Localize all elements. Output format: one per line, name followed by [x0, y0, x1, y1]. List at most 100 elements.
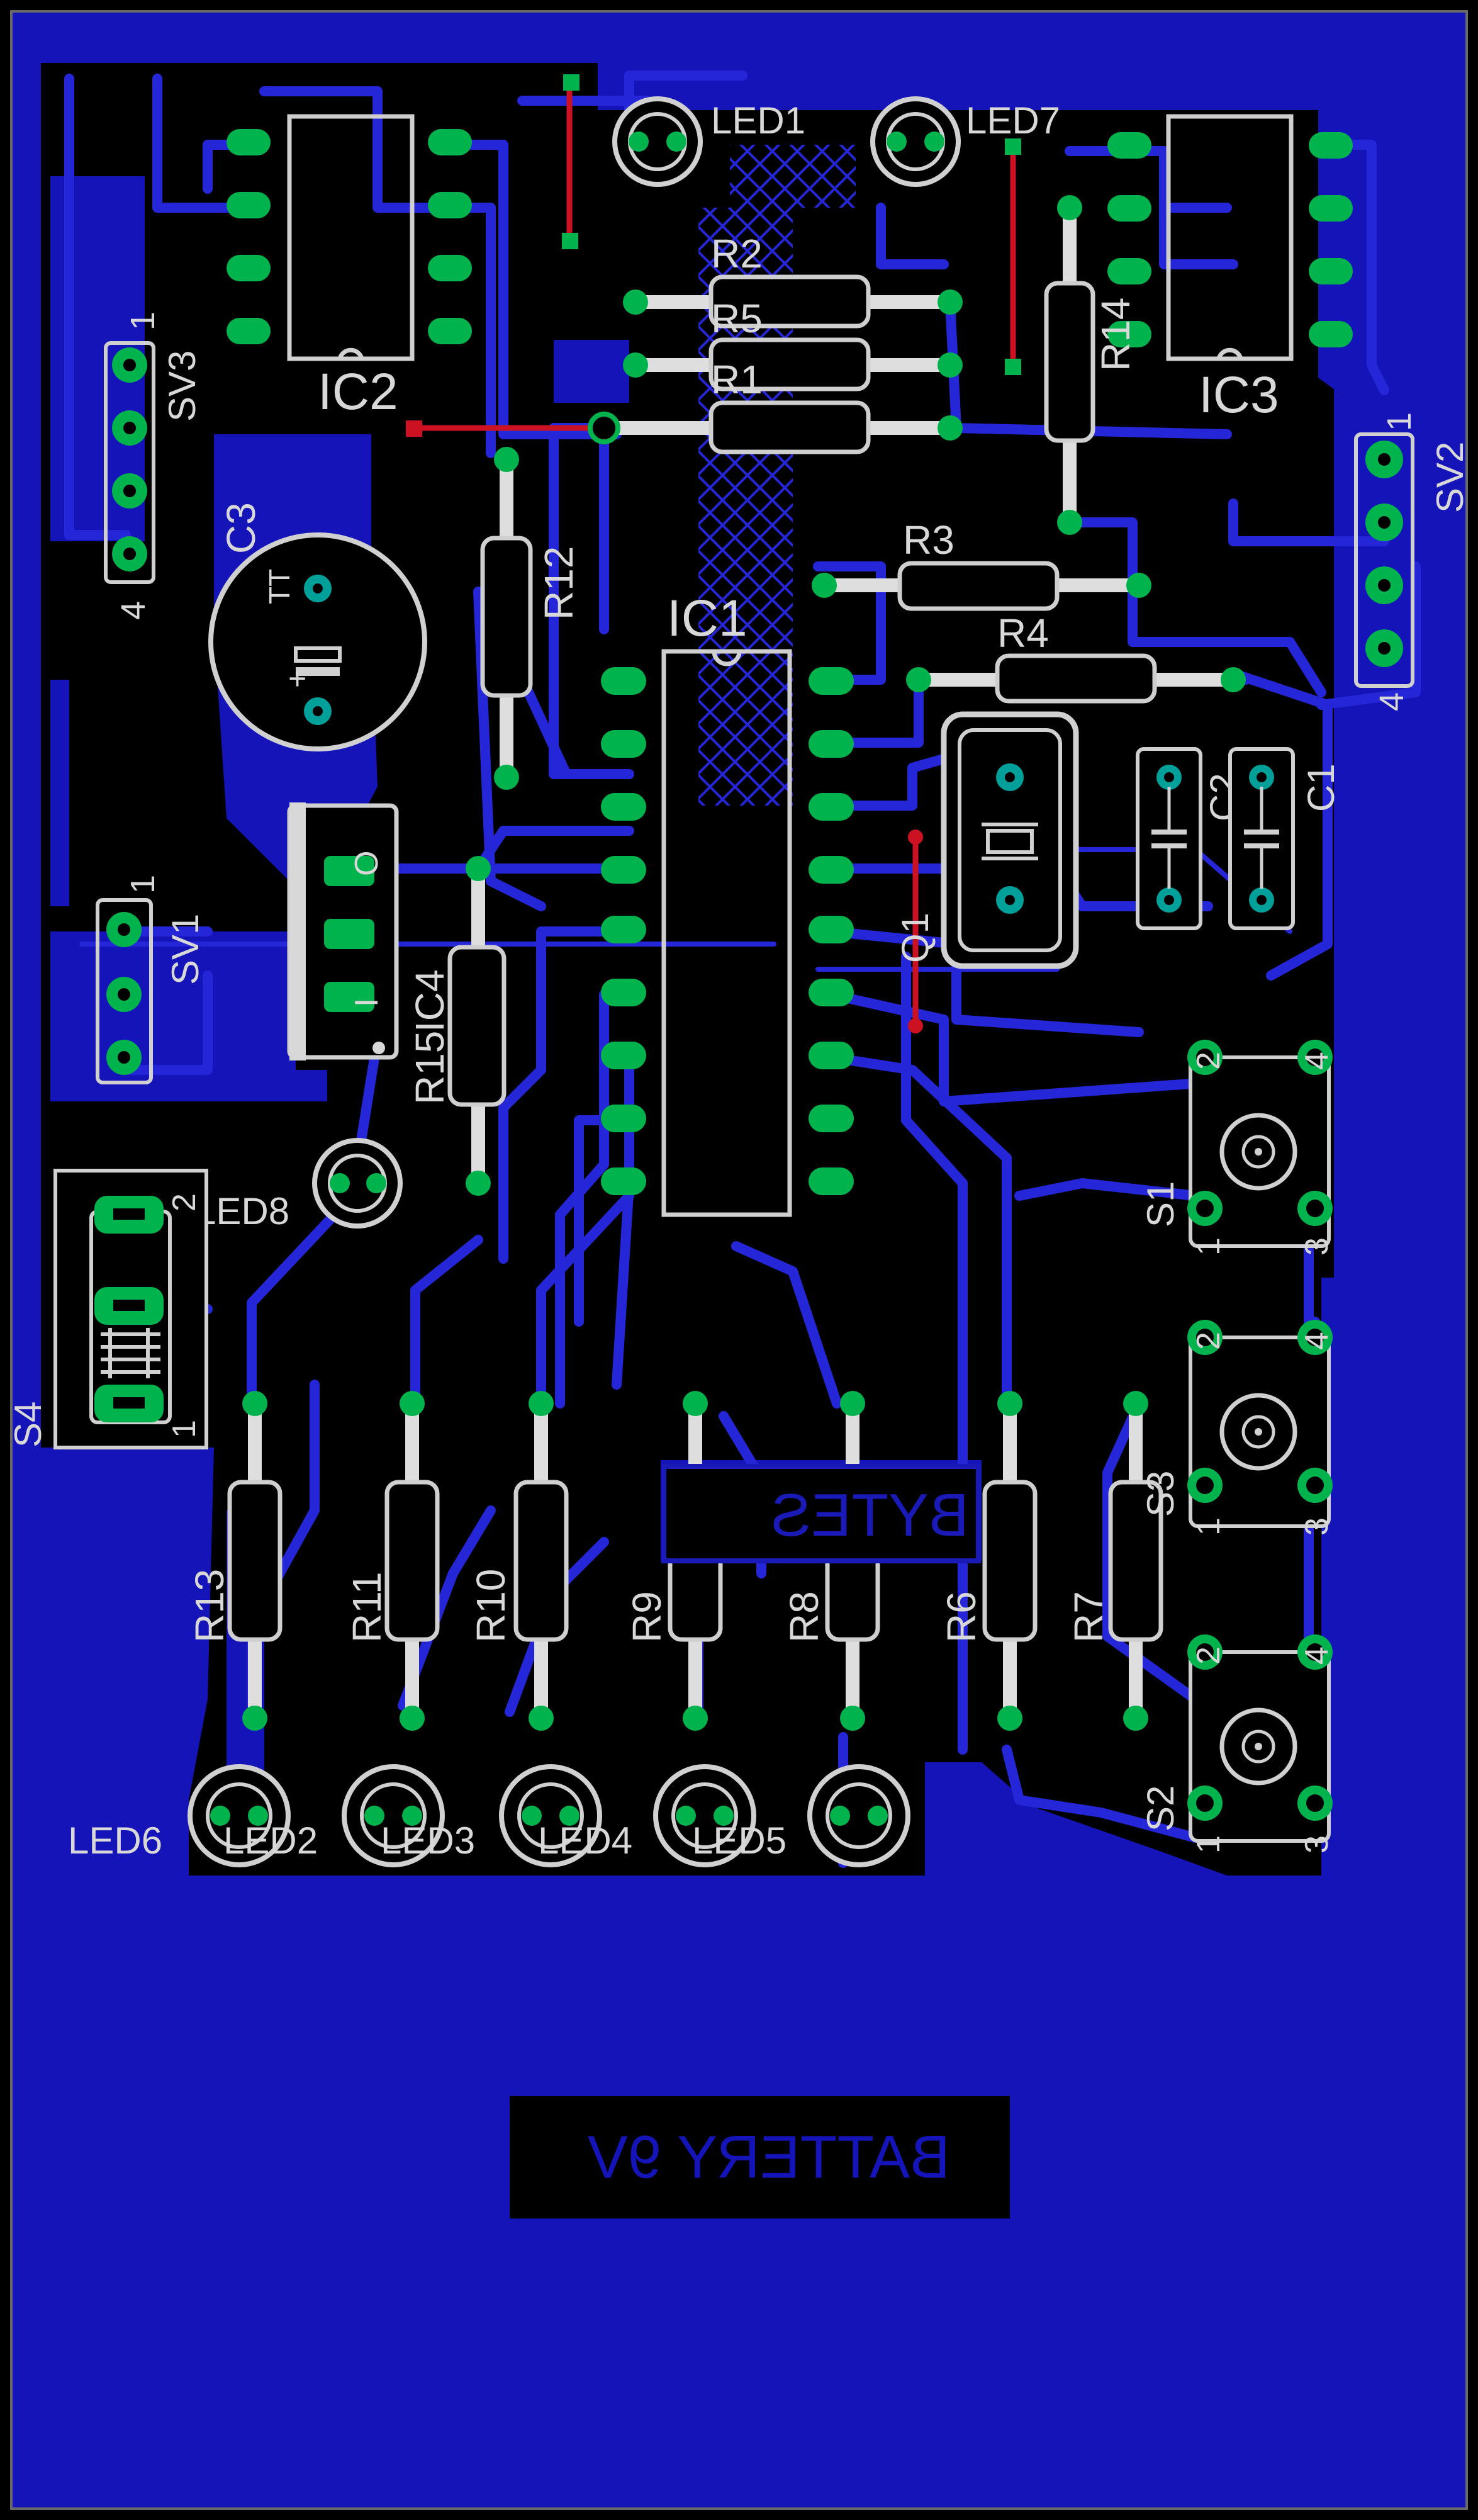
ic4-pin-o: O	[349, 851, 385, 876]
sv2-pin1: 1	[1380, 412, 1418, 431]
led8-label: LED8	[195, 1190, 289, 1232]
sv3-pin4: 4	[115, 601, 152, 620]
led4-label: LED4	[538, 1820, 632, 1862]
top-traces	[406, 74, 1021, 1033]
switch-s1: 2 4 1 3 S1	[1139, 1040, 1335, 1256]
resistor-r6: R6	[939, 1391, 1038, 1731]
battery-area: BATTERY 9V	[510, 2096, 1010, 2219]
sv3-label: SV3	[161, 351, 203, 422]
capacitor-c1: C1	[1228, 747, 1342, 930]
s2-label: S2	[1139, 1786, 1182, 1831]
sv1-label: SV1	[164, 914, 206, 985]
resistor-r5: R5	[623, 296, 963, 391]
s3-pin1: 1	[1190, 1517, 1227, 1536]
sv3-pin1: 1	[124, 312, 162, 330]
r6-label: R6	[939, 1591, 984, 1643]
ic2-label: IC2	[318, 363, 398, 420]
s4-pin2: 2	[166, 1193, 203, 1212]
bytes-logo: BYTES	[661, 1464, 981, 1563]
r5-label: R5	[711, 296, 763, 341]
resistor-r1: R1	[588, 357, 963, 454]
ic4-regulator: O I	[287, 802, 399, 1060]
ic1-pads-left	[601, 667, 646, 1195]
resistor-r10: R10	[468, 1391, 569, 1731]
led4: LED4	[538, 1764, 756, 1867]
led8: LED8	[195, 1138, 403, 1232]
r10-label: R10	[468, 1569, 513, 1643]
sv1-header: SV1 1	[96, 875, 206, 1084]
r8-label: R8	[781, 1591, 827, 1643]
s3-pin2: 2	[1190, 1332, 1227, 1350]
battery-label: BATTERY 9V	[588, 2123, 950, 2191]
resistor-r13: R13	[187, 1391, 283, 1731]
led3: LED3	[381, 1764, 602, 1867]
ic1: IC1	[601, 590, 854, 1217]
ic2: IC2	[227, 114, 472, 420]
led5-label: LED5	[692, 1820, 787, 1862]
r3-label: R3	[903, 517, 955, 563]
ic2-pads	[227, 129, 472, 344]
s2-pin2: 2	[1190, 1646, 1227, 1665]
s2-pin3: 3	[1299, 1835, 1335, 1853]
led7-label: LED7	[966, 99, 1060, 142]
led1: LED1	[612, 96, 805, 187]
r12-label: R12	[536, 546, 581, 620]
r14-label: R14	[1093, 298, 1138, 371]
crystal-q1: Q1	[894, 711, 1079, 969]
led3-label: LED3	[381, 1820, 475, 1862]
sv1-pin1: 1	[124, 875, 162, 894]
sv2-pin4: 4	[1373, 692, 1411, 711]
sv2-header: SV2 1 4	[1354, 412, 1471, 711]
s3-label: S3	[1139, 1471, 1182, 1517]
resistor-r14: R14	[1044, 195, 1138, 535]
q1-label: Q1	[894, 913, 936, 963]
led7: LED7	[870, 96, 1060, 187]
led2: LED2	[223, 1764, 445, 1867]
s2-pin4: 4	[1299, 1646, 1335, 1665]
r9-label: R9	[624, 1591, 669, 1643]
led1-label: LED1	[711, 99, 805, 142]
switch-s4: 2 1 S4	[7, 1169, 208, 1449]
s3-pin3: 3	[1299, 1517, 1335, 1536]
resistor-r15: R15 IC4	[407, 856, 507, 1196]
resistor-r2: R2	[623, 231, 963, 329]
r4-label: R4	[997, 610, 1049, 656]
ic3-pads	[1107, 132, 1353, 347]
r13-label: R13	[187, 1569, 232, 1643]
r2-label: R2	[711, 231, 763, 276]
bytes-mirror-text: BYTES	[771, 1482, 969, 1549]
s1-pin1: 1	[1190, 1237, 1227, 1256]
s3-pin4: 4	[1299, 1332, 1335, 1350]
led6-label: LED6	[68, 1820, 162, 1862]
s2-pin1: 1	[1190, 1835, 1227, 1853]
led5: LED5	[692, 1764, 910, 1867]
s4-pin1: 1	[166, 1420, 203, 1438]
led6: LED6	[68, 1764, 291, 1867]
resistor-r3: R3	[812, 517, 1151, 611]
c1-label: C1	[1300, 763, 1342, 812]
s1-pin3: 3	[1299, 1237, 1335, 1256]
r15-label: R15	[407, 1031, 452, 1105]
s1-pin4: 4	[1299, 1052, 1335, 1070]
s1-pin2: 2	[1190, 1052, 1227, 1070]
ic4-label-overlap: IC4	[407, 969, 452, 1032]
switch-s3: 2 4 1 3 S3	[1139, 1320, 1335, 1536]
resistor-r12: R12	[480, 447, 581, 790]
resistor-r7: R7	[1066, 1391, 1163, 1731]
r11-label: R11	[344, 1572, 389, 1643]
ic3-label: IC3	[1199, 366, 1279, 424]
led2-label: LED2	[223, 1820, 318, 1862]
capacitor-c2: C2	[1136, 747, 1245, 930]
resistor-r4: R4	[906, 610, 1246, 704]
ic4-pin-i: I	[349, 998, 385, 1007]
sv2-label: SV2	[1429, 442, 1471, 513]
capacitor-c3: + TT C3	[208, 502, 427, 751]
ic1-pads-right	[809, 667, 854, 1195]
ic1-label: IC1	[667, 590, 747, 647]
r7-label: R7	[1066, 1591, 1111, 1643]
s1-label: S1	[1139, 1181, 1182, 1227]
ic3: IC3	[1107, 114, 1353, 424]
sv3-header: SV3 1 4	[104, 312, 203, 620]
switch-s2: 2 4 1 3 S2	[1139, 1634, 1335, 1853]
